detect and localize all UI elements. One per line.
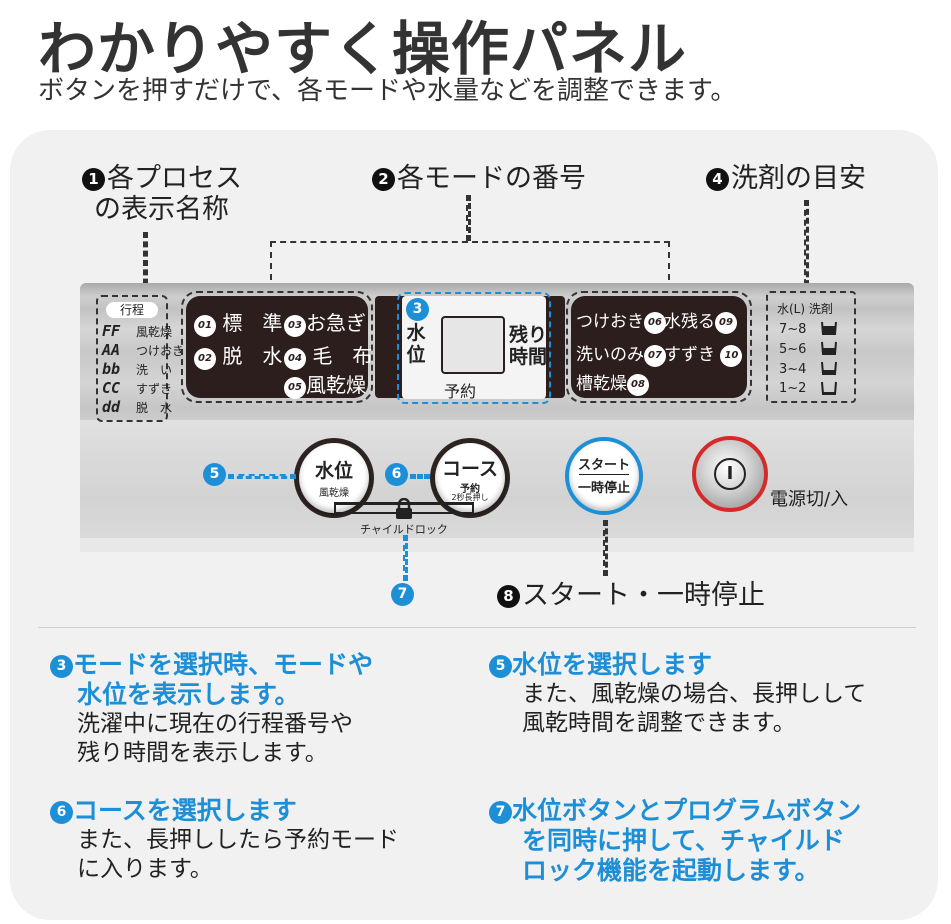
water-level-button[interactable] [299, 443, 369, 513]
water-guide-row: 5~6 [779, 342, 807, 357]
mode-item[interactable]: すずき 10 [664, 340, 743, 367]
child-lock-label: チャイルドロック [360, 523, 448, 536]
section-divider [38, 627, 916, 628]
connector-8 [603, 520, 608, 576]
power-icon: I [714, 458, 746, 490]
page-subtitle: ボタンを押すだけで、各モードや水量などを調整できます。 [38, 76, 737, 106]
panel-bottom-edge [80, 538, 914, 552]
course-button-sub: 予約 [460, 484, 480, 495]
course-button-sub2: 2秒長押し [451, 493, 489, 502]
water-guide-row: 3~4 [779, 362, 807, 377]
water-guide-row: 7~8 [779, 322, 807, 337]
connector-2-stem [466, 195, 471, 241]
mode-item[interactable]: 04 毛 布 [284, 340, 372, 370]
start-button-line1: スタート [577, 458, 630, 473]
course-button-label: コース [441, 458, 499, 480]
display-water-label: 水位 [406, 322, 426, 366]
annotation-7-badge: 7 [391, 583, 414, 606]
stage-list-header: 行程 [106, 302, 158, 318]
course-button[interactable] [435, 443, 505, 513]
page-title: わかりやすく操作パネル [38, 15, 688, 83]
left-mode-block [186, 296, 368, 398]
power-label: 電源切/入 [770, 489, 849, 510]
connector-4 [804, 200, 809, 295]
display-reserve-label: 予約 [444, 382, 477, 401]
annotation-3-badge: 3 [406, 298, 429, 321]
lcd-screen [441, 316, 505, 374]
water-guide-row: 1~2 [779, 381, 807, 396]
left-mode-outline [181, 291, 373, 403]
lock-icon [396, 498, 412, 519]
water-level-button-sub: 風乾燥 [319, 488, 349, 499]
water-guide-header: 水(L) 洗剤 [777, 302, 833, 316]
connector-7 [403, 535, 408, 581]
mode-item[interactable]: 02 脱 水 [194, 340, 282, 370]
display-highlight [397, 292, 551, 404]
water-guide-box [766, 291, 856, 403]
mode-item[interactable]: 01 標 準 [194, 307, 282, 337]
start-button-divider [579, 474, 629, 475]
connector-6 [410, 474, 430, 479]
start-button-line2: 一時停止 [577, 481, 630, 496]
annotation-6-badge: 6 [385, 463, 408, 486]
annotation-5-badge: 5 [203, 463, 226, 486]
display-remaining-label: 残り時間 [508, 324, 547, 368]
detergent-cup-icon [821, 321, 837, 395]
right-mode-outline [566, 291, 752, 403]
stage-list-box [96, 295, 168, 422]
start-pause-button[interactable] [565, 437, 643, 515]
water-level-button-label: 水位 [314, 460, 353, 482]
connector-5 [228, 474, 296, 479]
